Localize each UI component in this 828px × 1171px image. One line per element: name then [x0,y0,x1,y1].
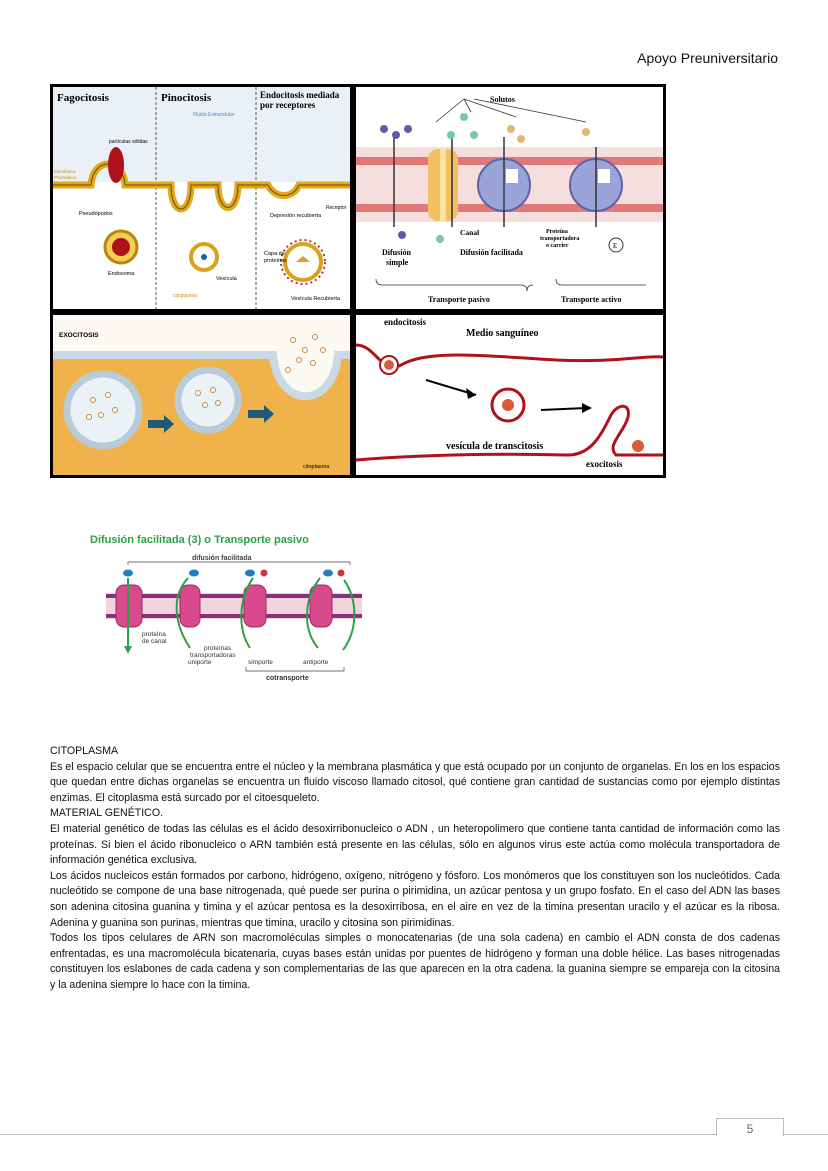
label-transportadoras-2: transportadoras [190,652,236,659]
page-header: Apoyo Preuniversitario [637,50,778,66]
heading-material-genetico: MATERIAL GENÉTICO. [50,807,164,820]
label-exocitosis-2: exocitosis [586,459,623,469]
label-endosoma: Endosoma [108,271,135,277]
label-energy: E [613,242,617,250]
transcytosis-illustration: endocitosis Medio sanguíneo vesícula de … [356,317,663,469]
label-citoplasma-1: citoplasma [173,293,197,299]
label-por-receptores: por receptores [260,100,316,110]
label-carrier: o carrier [546,243,569,249]
heading-citoplasma: CITOPLASMA [50,745,119,757]
label-vesicula-transcitosis: vesícula de transcitosis [446,441,543,452]
label-proteina-canal-1: proteína [142,631,166,638]
label-canal: Canal [460,228,479,237]
label-transportadora: transportadora [540,236,579,242]
label-endocitosis: endocitosis [384,317,427,327]
paragraph-citoplasma: Es el espacio celular que se encuentra e… [50,760,780,804]
label-uniporte: uniporte [188,659,212,666]
facilitated-diffusion-illustration: Difusión facilitada (3) o Transporte pas… [90,534,362,682]
label-plasmatica: Plasmática [54,175,77,180]
transport-panel: Solutos Canal Proteína transportadora o … [356,87,663,309]
label-citoplasma-2: citoplasma [303,464,330,470]
label-difusion-facilitada: Difusión facilitada [460,248,523,257]
label-simporte: simporte [248,659,273,666]
paragraph-material-3: Todos los tipos celulares de ARN son mac… [50,932,780,991]
label-membrana: Membrana [54,169,76,174]
exocytosis-illustration: EXOCITOSIS citoplasma [53,315,350,475]
label-depresion: Depresión recubierta [270,213,322,219]
label-transportadoras-1: proteínas [204,645,232,652]
label-difusion-simple-1: Difusión [382,248,411,257]
label-solutos: Solutos [490,95,515,104]
endocytosis-panel: Fagocitosis Pinocitosis Endocitosis medi… [53,87,350,309]
membrane-transport-figure: Fagocitosis Pinocitosis Endocitosis medi… [50,84,666,478]
paragraph-material-2: Los ácidos nucleicos están formados por … [50,869,780,929]
body-text: CITOPLASMA Es el espacio celular que se … [50,744,780,994]
label-difusion-simple-2: simple [386,258,409,267]
difusion-subtitle: difusión facilitada [192,555,252,562]
transcytosis-panel: endocitosis Medio sanguíneo vesícula de … [356,315,663,475]
label-endocitosis-mediada: Endocitosis mediada [260,90,340,100]
label-exocitosis-title: EXOCITOSIS [59,332,99,339]
label-vesicula-recubierta: Vesícula Recubierta [291,296,341,302]
difusion-title: Difusión facilitada (3) o Transporte pas… [90,534,309,546]
label-proteina-canal-2: de canal [142,638,167,645]
label-pseudopodos: Pseudópodos [79,211,113,217]
exocytosis-panel: EXOCITOSIS citoplasma [53,315,350,475]
label-transporte-activo: Transporte activo [561,295,622,304]
page-number: 5 [716,1118,784,1136]
label-vesicula: Vesícula [216,276,238,282]
label-particulas: partículas sólidas [109,139,148,145]
label-capa: Capa de [264,251,285,257]
label-receptor: Receptor [326,205,347,211]
paragraph-material-1: El material genético de todas las célula… [50,822,780,867]
endocytosis-illustration: Fagocitosis Pinocitosis Endocitosis medi… [53,87,350,309]
label-medio-sanguineo: Medio sanguíneo [466,328,539,339]
label-proteina: Proteína [546,229,568,235]
label-fagocitosis: Fagocitosis [57,92,110,104]
facilitated-diffusion-figure: Difusión facilitada (3) o Transporte pas… [88,530,378,685]
label-proteinas: proteínas [264,258,287,264]
footer-rule-left [0,1134,716,1135]
footer-rule-right [782,1134,828,1135]
label-fluido: Fluido Extracelular [193,112,235,118]
label-pinocitosis: Pinocitosis [161,92,212,104]
label-cotransporte: cotransporte [266,675,309,682]
label-antiporte: antiporte [303,659,329,666]
label-transporte-pasivo: Transporte pasivo [428,295,490,304]
transport-illustration: Solutos Canal Proteína transportadora o … [356,95,663,304]
